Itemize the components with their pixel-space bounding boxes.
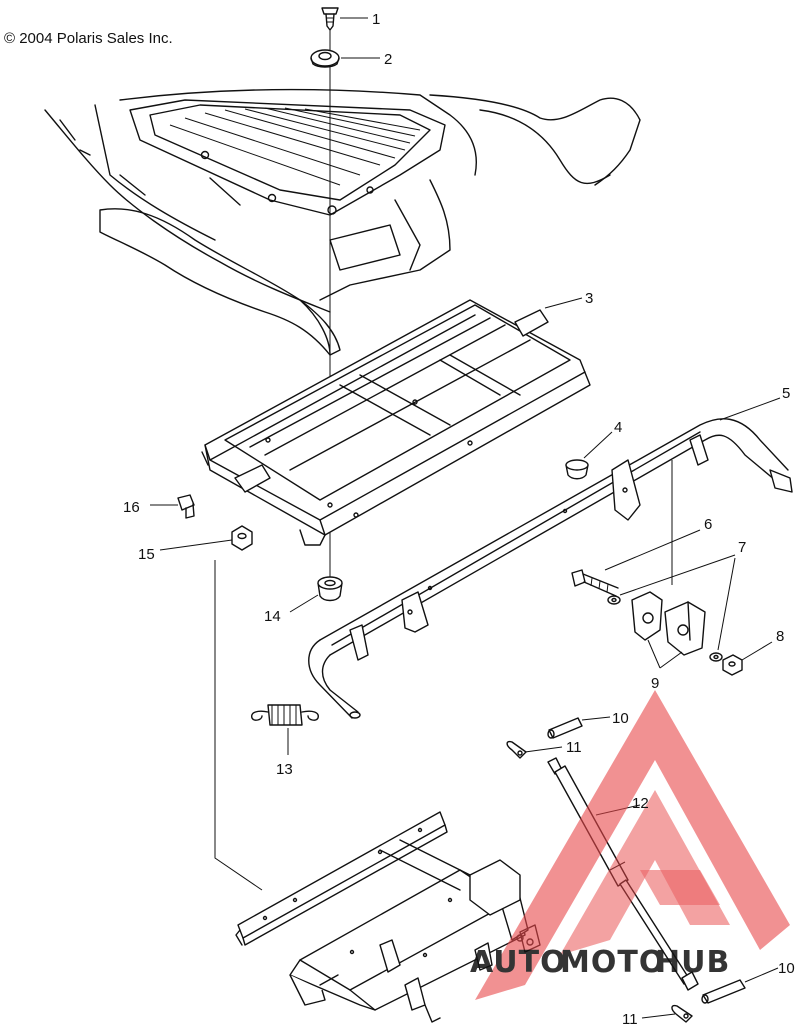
callout-1: 1 — [372, 11, 380, 28]
callout-12: 12 — [632, 795, 649, 812]
callout-11-lower: 11 — [622, 1011, 638, 1026]
callout-4: 4 — [614, 419, 622, 436]
clamp-part-9 — [631, 591, 706, 656]
rear-bumper-rail-part-5 — [308, 418, 793, 719]
rear-fender-body — [44, 88, 641, 356]
nut-part-8 — [722, 654, 743, 676]
callout-9: 9 — [651, 675, 659, 692]
pin-part-10-lower — [701, 979, 746, 1004]
grommet-part-2 — [310, 49, 340, 68]
callout-2: 2 — [384, 51, 392, 68]
washers-part-7 — [607, 595, 723, 662]
callout-6: 6 — [704, 516, 712, 533]
callout-13: 13 — [276, 761, 293, 778]
callout-10-upper: 10 — [612, 710, 629, 727]
cargo-frame-part-3 — [201, 299, 591, 546]
clip-part-11-upper — [506, 740, 527, 759]
callout-11-upper: 11 — [566, 739, 582, 756]
nut-part-15 — [231, 525, 253, 551]
copyright-notice: © 2004 Polaris Sales Inc. — [4, 30, 173, 47]
grommet-part-14 — [317, 576, 343, 602]
callout-16: 16 — [123, 499, 140, 516]
callout-15: 15 — [138, 546, 155, 563]
callout-3: 3 — [585, 290, 593, 307]
pin-part-10-upper — [547, 717, 583, 739]
rubber-bumper-part-4 — [565, 459, 589, 480]
callout-5: 5 — [782, 385, 790, 402]
callout-10-lower: 10 — [778, 960, 795, 977]
watermark-text-hub: HUB — [655, 945, 730, 980]
bolt-part-6 — [571, 569, 619, 597]
callout-14: 14 — [264, 608, 281, 625]
lower-mount-bracket — [235, 811, 541, 1023]
watermark-text-auto: AUTO — [470, 945, 567, 980]
watermark-logo: AUTO MOTO HUB — [470, 690, 790, 1000]
spring-part-13 — [251, 704, 319, 726]
watermark-text-moto: MOTO — [560, 945, 665, 980]
clip-part-11-lower — [671, 1004, 693, 1023]
screw-part-1 — [321, 7, 339, 31]
callout-8: 8 — [776, 628, 784, 645]
callout-7: 7 — [738, 539, 746, 556]
bolt-part-16 — [177, 494, 195, 519]
callout-labels: 1 2 3 4 5 6 7 8 9 10 10 11 11 12 13 14 1… — [123, 11, 795, 1028]
